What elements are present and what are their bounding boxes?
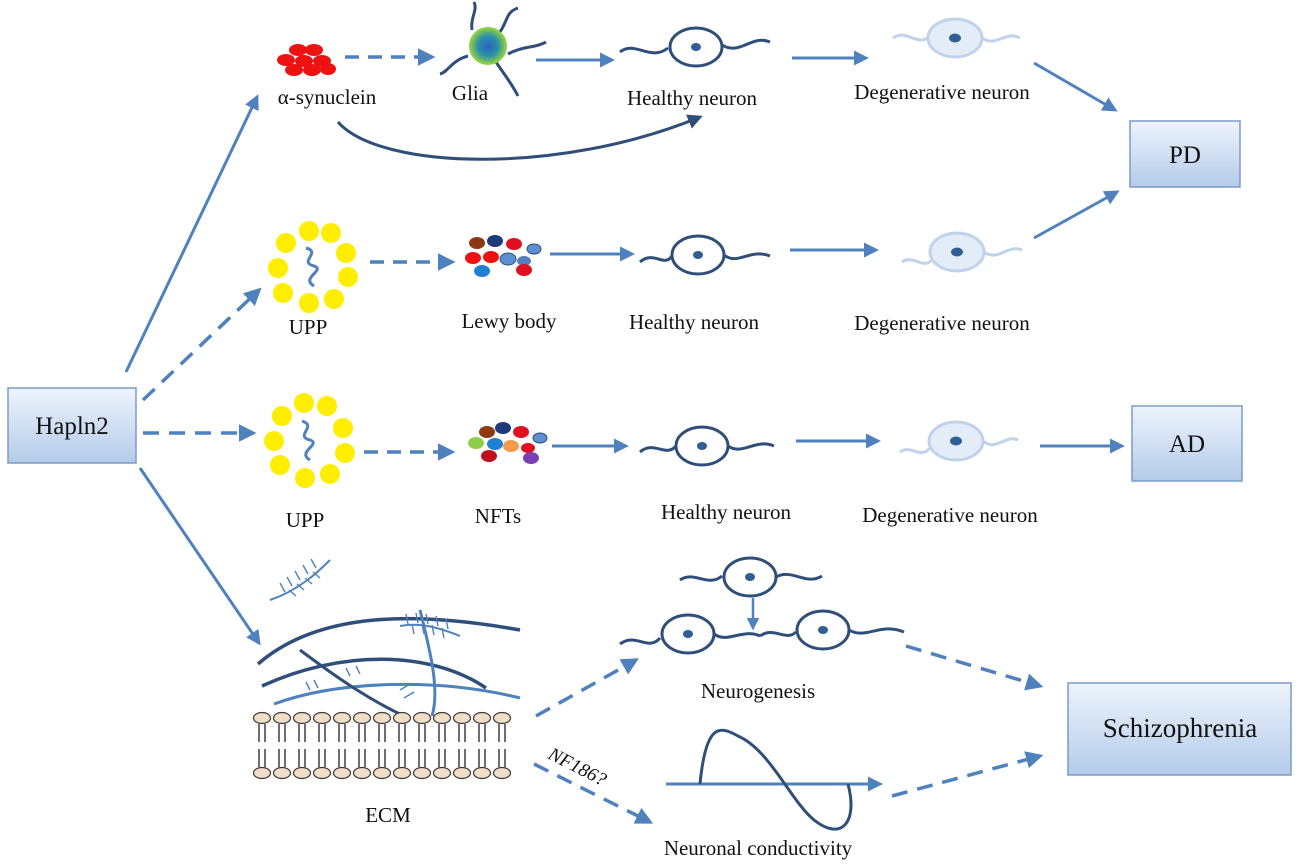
- upp-1: [268, 221, 358, 313]
- arrow-hapln2-to-upp1: [141, 287, 262, 402]
- schizophrenia-label: Schizophrenia: [1103, 713, 1257, 743]
- neurogenesis-neuron-right: [759, 609, 905, 651]
- arrow-degenerative-2-to-pd: [1033, 190, 1120, 240]
- pd-box: PD: [1129, 120, 1241, 188]
- healthy-neuron-3-label: Healthy neuron: [661, 500, 792, 524]
- hapln2-label: Hapln2: [35, 413, 109, 440]
- nfts-label: NFTs: [475, 504, 521, 528]
- arrow-conductivity-to-schizophrenia: [891, 751, 1044, 798]
- alpha-synuclein-cluster: [277, 44, 336, 76]
- healthy-neuron-2: [639, 234, 771, 276]
- healthy-neuron-2-label: Healthy neuron: [629, 310, 760, 334]
- ecm-label: ECM: [365, 803, 411, 827]
- healthy-neuron-1-label: Healthy neuron: [627, 86, 758, 110]
- arrow-hapln2-to-ecm: [138, 467, 261, 646]
- arrow-hapln2-to-synuclein: [124, 94, 259, 373]
- neurogenesis-neuron-left: [619, 613, 761, 655]
- hapln2-box: Hapln2: [7, 387, 137, 464]
- upp-2-label: UPP: [286, 508, 325, 532]
- nfts-cluster: [468, 422, 548, 464]
- arrow-degenerative-1-to-pd: [1033, 61, 1118, 112]
- pd-label: PD: [1169, 142, 1201, 169]
- arrow-ecm-to-neurogenesis: [535, 658, 640, 718]
- degenerative-neuron-1: [892, 17, 1021, 59]
- degenerative-neuron-2-label: Degenerative neuron: [854, 311, 1030, 335]
- alpha-synuclein-label: α-synuclein: [278, 85, 377, 109]
- degenerative-neuron-3-label: Degenerative neuron: [862, 503, 1038, 527]
- glia-cell: [439, 1, 547, 97]
- glia-label: Glia: [452, 81, 489, 105]
- degenerative-neuron-2: [901, 231, 1023, 273]
- arrow-ecm-to-conductivity: [533, 762, 654, 824]
- lewy-body-label: Lewy body: [461, 309, 557, 333]
- conductivity-waveform: [666, 728, 883, 831]
- ad-label: AD: [1169, 431, 1205, 458]
- cell-membrane: [252, 711, 512, 780]
- nf186-label: NF186?: [544, 743, 610, 791]
- healthy-neuron-3: [639, 425, 775, 467]
- ecm-branches: [279, 558, 449, 699]
- degenerative-neuron-1-label: Degenerative neuron: [854, 80, 1030, 104]
- upp-1-label: UPP: [289, 315, 328, 339]
- upp-2: [264, 393, 355, 488]
- neurogenesis-label: Neurogenesis: [701, 679, 815, 703]
- neurogenesis-neuron-top: [679, 556, 823, 598]
- ad-box: AD: [1131, 405, 1243, 482]
- healthy-neuron-1: [619, 26, 771, 68]
- degenerative-neuron-3: [899, 420, 1019, 462]
- lewy-body-cluster: [465, 235, 542, 277]
- conductivity-label: Neuronal conductivity: [664, 836, 853, 860]
- ecm-fibers: [256, 559, 521, 718]
- arrow-synuclein-to-healthy-neuron: [336, 114, 703, 161]
- schizophrenia-box: Schizophrenia: [1067, 682, 1292, 776]
- arrow-neurogenesis-to-schizophrenia: [905, 644, 1044, 691]
